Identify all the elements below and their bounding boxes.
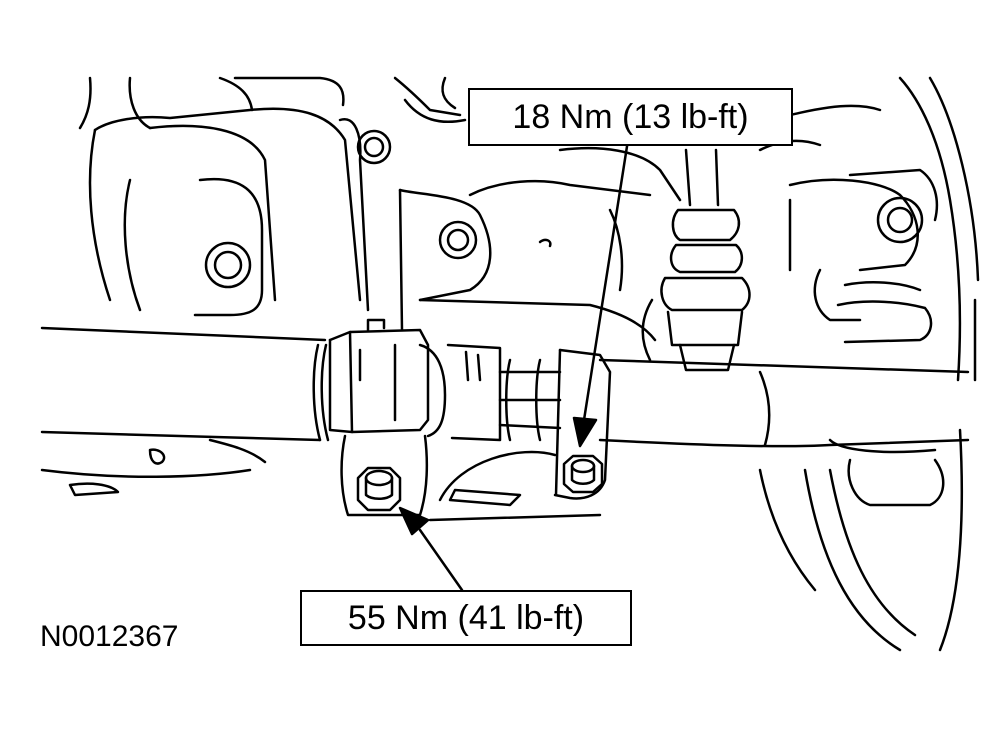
lower-bolt-torque-callout: 55 Nm (41 lb-ft) bbox=[300, 590, 632, 646]
stabilizer-link bbox=[641, 148, 751, 372]
body-structure bbox=[78, 76, 392, 317]
stabilizer-bracket-left bbox=[328, 318, 447, 517]
stabilizer-bushing bbox=[428, 343, 612, 522]
leader-arrow-lower bbox=[398, 506, 464, 592]
stabilizer-bar bbox=[40, 326, 970, 497]
upper-bracket-bolt bbox=[562, 454, 604, 494]
upper-bolt-torque-callout: 18 Nm (13 lb-ft) bbox=[468, 88, 793, 146]
leader-arrow-upper bbox=[572, 138, 630, 448]
right-suspension bbox=[758, 76, 980, 652]
center-crossmember bbox=[393, 76, 682, 342]
figure-id-label: N0012367 bbox=[40, 620, 179, 653]
lower-bracket-bolt bbox=[356, 466, 402, 512]
